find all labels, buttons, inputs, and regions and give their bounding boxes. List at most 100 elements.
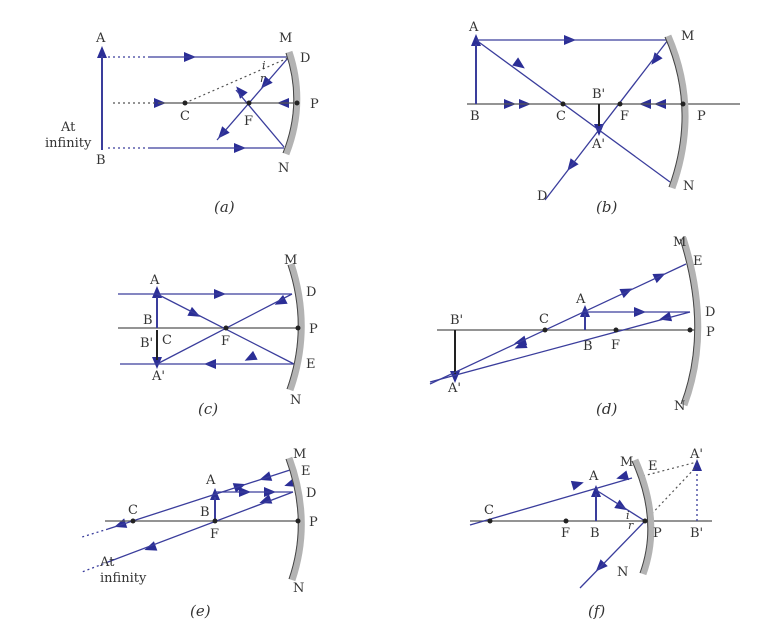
- label-f: F: [221, 334, 230, 349]
- point-p: [642, 518, 648, 524]
- label-m: M: [293, 447, 306, 462]
- mirror-surface: [664, 36, 683, 188]
- label-at: At: [99, 555, 115, 570]
- panel-a: A B M D P C F N At infinity i r (a): [45, 31, 319, 216]
- label-a: A: [205, 473, 216, 488]
- ray-dotted: [81, 528, 109, 538]
- reflected-ray: [235, 89, 285, 148]
- label-angle-i: i: [262, 59, 266, 72]
- label-b: B: [200, 505, 210, 520]
- label-p: P: [309, 515, 318, 530]
- label-infinity: infinity: [45, 136, 92, 151]
- label-m: M: [279, 31, 292, 46]
- label-a: A: [575, 292, 586, 307]
- point-c: [182, 100, 188, 106]
- label-e: E: [301, 464, 311, 479]
- point-f: [212, 518, 218, 524]
- ray-through-c: [475, 39, 671, 183]
- arrowhead-icon: [236, 86, 248, 99]
- label-a-image: A': [591, 137, 605, 152]
- label-p: P: [706, 325, 715, 340]
- label-d: D: [306, 486, 316, 501]
- reflected-ray: [107, 491, 294, 563]
- label-p: P: [310, 97, 319, 112]
- label-d: D: [300, 51, 310, 66]
- caption-d: (d): [596, 400, 617, 418]
- label-f: F: [561, 526, 570, 541]
- arrowhead-icon: [616, 470, 630, 481]
- label-b-image: B': [592, 87, 605, 102]
- label-a-image: A': [151, 369, 165, 384]
- point-c: [560, 101, 566, 107]
- incident-ray: [595, 489, 646, 522]
- arrowhead-icon: [692, 459, 702, 471]
- mirror-surface: [631, 460, 649, 574]
- label-b: B: [583, 339, 593, 354]
- ray-through-c: [429, 263, 687, 385]
- label-b-image: B': [450, 313, 463, 328]
- label-p: P: [653, 526, 662, 541]
- label-a: A: [149, 273, 160, 288]
- label-c: C: [484, 503, 494, 518]
- label-p: P: [697, 109, 706, 124]
- arrowhead-icon: [570, 480, 584, 491]
- label-d: D: [306, 285, 316, 300]
- point-f: [617, 101, 623, 107]
- point-c: [542, 327, 548, 333]
- point-c: [130, 518, 136, 524]
- label-angle-r: r: [628, 519, 634, 532]
- panel-e: C A B F M E D P N At infinity (e): [81, 447, 318, 620]
- caption-f: (f): [588, 602, 605, 620]
- label-m: M: [681, 29, 694, 44]
- label-a: A: [468, 20, 479, 35]
- label-c: C: [162, 333, 172, 348]
- label-b-image: B': [140, 336, 153, 351]
- label-n: N: [617, 565, 628, 580]
- label-c: C: [539, 312, 549, 327]
- reflected-ray: [544, 39, 669, 201]
- label-e: E: [648, 459, 658, 474]
- point-f: [563, 518, 569, 524]
- label-b: B: [96, 153, 106, 168]
- label-n: N: [278, 161, 289, 176]
- label-b: B: [590, 526, 600, 541]
- reflected-ray: [579, 520, 646, 589]
- label-b: B: [470, 109, 480, 124]
- label-m: M: [620, 455, 633, 470]
- caption-a: (a): [214, 198, 235, 216]
- concave-mirror: [631, 458, 655, 576]
- point-f: [246, 100, 252, 106]
- label-c: C: [556, 109, 566, 124]
- label-e: E: [693, 254, 703, 269]
- concave-mirror: [664, 34, 689, 190]
- label-m: M: [284, 253, 297, 268]
- label-angle-r: r: [260, 72, 266, 85]
- point-f: [613, 327, 619, 333]
- arrowhead-icon: [152, 357, 162, 369]
- label-b: B: [143, 313, 153, 328]
- label-f: F: [611, 338, 620, 353]
- label-infinity: infinity: [100, 571, 147, 586]
- label-f: F: [620, 109, 629, 124]
- caption-e: (e): [190, 602, 211, 620]
- caption-b: (b): [596, 198, 617, 216]
- point-p: [294, 100, 300, 106]
- label-n: N: [293, 581, 304, 596]
- mirror-surface: [679, 238, 696, 405]
- point-f: [223, 325, 229, 331]
- point-p: [680, 101, 686, 107]
- label-d: D: [537, 189, 547, 204]
- label-c: C: [180, 109, 190, 124]
- concave-mirror: [285, 456, 305, 582]
- label-m: M: [673, 235, 686, 250]
- arrowhead-icon: [651, 52, 663, 65]
- concave-mirror: [679, 236, 702, 407]
- arrowhead-icon: [97, 46, 107, 58]
- reflected-ray: [429, 311, 691, 383]
- label-b-image: B': [690, 526, 703, 541]
- label-at: At: [60, 120, 76, 135]
- label-e: E: [306, 357, 316, 372]
- concave-mirror: [286, 262, 305, 392]
- label-a: A: [95, 31, 106, 46]
